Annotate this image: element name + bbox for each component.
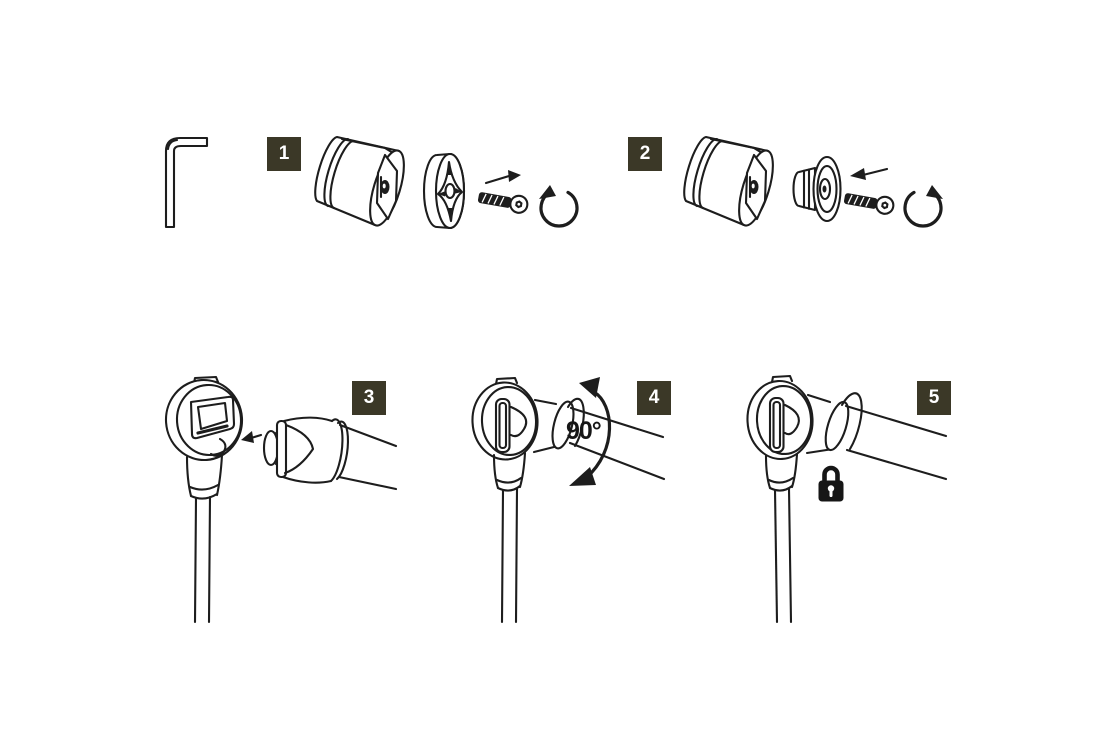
assembled-lock-icon xyxy=(471,376,666,624)
lock-cylinder-icon xyxy=(680,133,780,229)
hex-key-icon xyxy=(164,136,209,229)
mount-head-icon xyxy=(164,375,244,624)
insert-arrow-icon xyxy=(241,431,263,443)
lock-head-icon xyxy=(262,416,398,491)
arrow-right-icon xyxy=(484,170,521,185)
screw-icon xyxy=(476,185,530,219)
lock-cylinder-icon xyxy=(311,133,411,229)
assembled-lock-icon xyxy=(746,374,948,624)
rotate-cw-icon xyxy=(900,183,946,229)
arrow-left-icon xyxy=(850,167,889,180)
end-cap-icon xyxy=(792,155,842,223)
screw-icon xyxy=(842,186,896,220)
step-badge-1: 1 xyxy=(267,137,301,171)
step-badge-2: 2 xyxy=(628,137,662,171)
rotate-ccw-icon xyxy=(536,183,582,229)
padlock-icon xyxy=(818,465,844,502)
step-badge-3: 3 xyxy=(352,381,386,415)
rotate-90-arrow-icon xyxy=(569,377,612,486)
step-badge-4: 4 xyxy=(637,381,671,415)
step-badge-5: 5 xyxy=(917,381,951,415)
star-nut-icon xyxy=(422,152,466,230)
rotation-angle-label: 90° xyxy=(566,417,602,445)
